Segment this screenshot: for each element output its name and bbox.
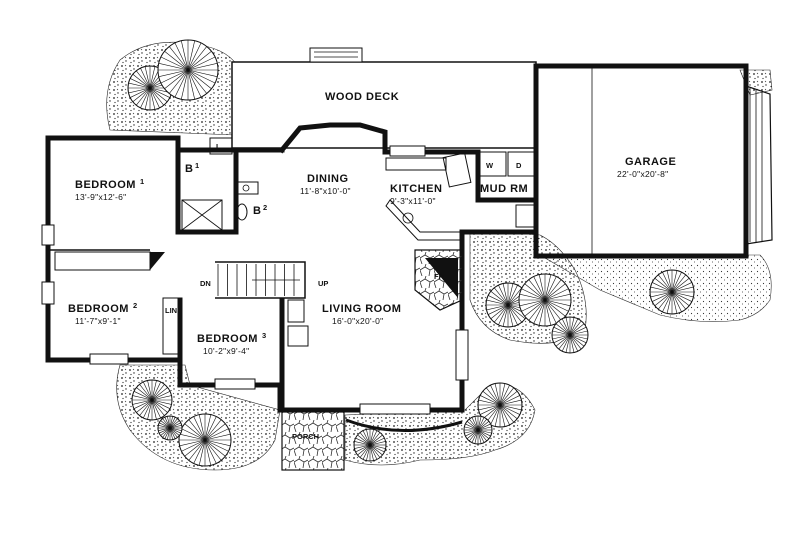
fireplace-label: FP bbox=[434, 272, 444, 281]
closets bbox=[54, 251, 309, 355]
living-room-dims: 16'-0"x20'-0" bbox=[332, 316, 383, 326]
stairs-down-label: DN bbox=[200, 279, 211, 288]
dining-dims: 11'-8"x10'-0" bbox=[300, 186, 351, 196]
dryer-label: D bbox=[516, 161, 522, 170]
kitchen-fixtures bbox=[385, 151, 535, 241]
mud-room-label: MUD RM bbox=[480, 183, 528, 195]
kitchen-label: KITCHEN bbox=[390, 183, 442, 195]
stairs bbox=[217, 264, 300, 296]
bath1-label: B bbox=[185, 163, 193, 175]
bedroom1-label: BEDROOM bbox=[75, 179, 136, 191]
porch bbox=[281, 411, 463, 471]
bedroom3-dims: 10'-2"x9'-4" bbox=[203, 346, 249, 356]
garage-dims: 22'-0"x20'-8" bbox=[617, 169, 668, 179]
bath-fixtures bbox=[181, 137, 259, 231]
porch-label: PORCH bbox=[292, 432, 319, 441]
linen-closet-label: LIN bbox=[165, 306, 177, 315]
wood-deck-label: WOOD DECK bbox=[325, 91, 399, 103]
washer-label: W bbox=[486, 161, 494, 170]
garage-label: GARAGE bbox=[625, 156, 676, 168]
bedroom2-number: 2 bbox=[133, 301, 137, 310]
living-room-label: LIVING ROOM bbox=[322, 303, 401, 315]
tree-icon bbox=[127, 39, 695, 467]
bedroom3-number: 3 bbox=[262, 331, 266, 340]
laundry-label: L bbox=[216, 142, 221, 151]
bath2-label: B bbox=[253, 205, 261, 217]
bath1-number: 1 bbox=[195, 161, 199, 170]
garage bbox=[533, 63, 773, 259]
bath2-number: 2 bbox=[263, 203, 267, 212]
windows bbox=[41, 145, 469, 415]
kitchen-dims: 9'-3"x11'-0" bbox=[390, 196, 436, 206]
fireplace bbox=[414, 249, 463, 311]
bedroom2-dims: 11'-7"x9'-1" bbox=[75, 316, 121, 326]
bedroom3-label: BEDROOM bbox=[197, 333, 258, 345]
stairs-up-label: UP bbox=[318, 279, 328, 288]
bedroom1-dims: 13'-9"x12'-6" bbox=[75, 192, 126, 202]
bedroom1-number: 1 bbox=[140, 177, 144, 186]
bedroom2-label: BEDROOM bbox=[68, 303, 129, 315]
dining-label: DINING bbox=[307, 173, 349, 185]
